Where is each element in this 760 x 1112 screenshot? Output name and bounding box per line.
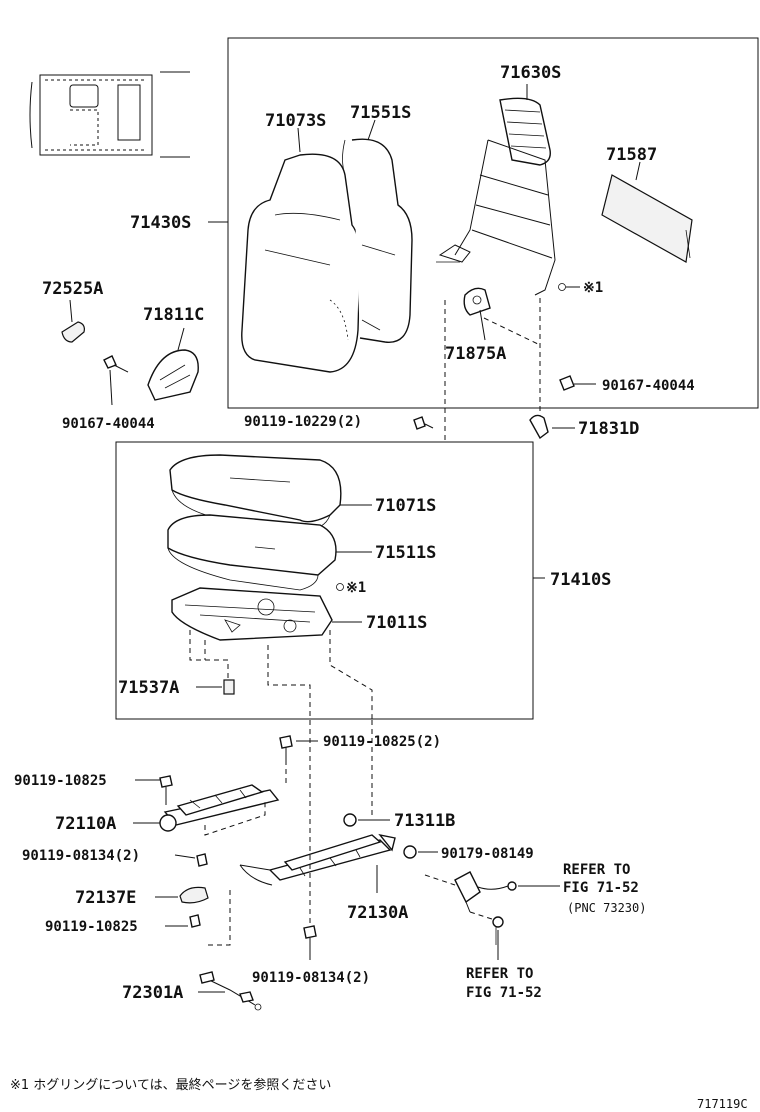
seat-cushion-frame (171, 587, 333, 641)
label-71011S: 71011S (366, 613, 427, 633)
label-71311B: 71311B (394, 811, 455, 831)
label-71430S: 71430S (130, 213, 191, 233)
seat-back-assembly-box (227, 37, 759, 409)
hog-ring-note-marker: ※1 (346, 580, 366, 596)
track-cover (179, 886, 209, 904)
bolt-icon (196, 853, 208, 867)
refer-label-line2: FIG 71-52 (466, 985, 542, 1001)
recliner-knob (61, 321, 85, 343)
label-71811C: 71811C (143, 305, 204, 325)
label-71410S: 71410S (550, 570, 611, 590)
bolt-icon (159, 775, 173, 805)
label-90119-10825-2: 90119-10825(2) (323, 734, 441, 750)
seat-track-left (159, 784, 280, 832)
seat-back-pad (342, 138, 413, 343)
label-71587: 71587 (606, 145, 657, 165)
figure-id: 717119C (697, 1097, 748, 1111)
nut-icon (403, 845, 417, 859)
label-72137E: 72137E (75, 888, 136, 908)
bolt-icon (559, 375, 575, 391)
seat-back-frame (436, 97, 556, 296)
label-90179-08149: 90179-08149 (441, 846, 534, 862)
label-90167-40044-left: 90167-40044 (62, 416, 155, 432)
label-71071S: 71071S (375, 496, 436, 516)
clip-icon (529, 414, 549, 440)
label-71551S: 71551S (350, 103, 411, 123)
cushion-small-part (223, 679, 235, 695)
nut-icon (343, 813, 357, 827)
hog-ring-icon (558, 283, 566, 291)
refer-label-line1: REFER TO (466, 966, 533, 982)
nut-icon (492, 916, 504, 945)
seat-back-cover (241, 153, 361, 373)
refer-label-line2: FIG 71-52 (563, 880, 639, 896)
refer-label-line1: REFER TO (563, 862, 630, 878)
label-90119-10825-a: 90119-10825 (14, 773, 107, 789)
label-72525A: 72525A (42, 279, 103, 299)
release-wire (199, 971, 262, 1011)
hog-ring-note-marker: ※1 (583, 280, 603, 296)
leader-line (297, 127, 301, 153)
label-72130A: 72130A (347, 903, 408, 923)
label-71073S: 71073S (265, 111, 326, 131)
hog-ring-icon (336, 583, 344, 591)
seat-back-panel (601, 174, 693, 263)
bolt-icon (189, 914, 201, 928)
label-71511S: 71511S (375, 543, 436, 563)
label-90119-08134-a: 90119-08134(2) (22, 848, 140, 864)
refer-label-pnc: (PNC 73230) (567, 901, 646, 915)
seat-back-bracket (463, 287, 491, 316)
seat-belt-buckle (424, 871, 517, 921)
label-71875A: 71875A (445, 344, 506, 364)
footnote: ※1 ホグリングについては、最終ページを参照ください (10, 1077, 331, 1093)
label-72301A: 72301A (122, 983, 183, 1003)
bolt-icon (413, 416, 434, 430)
vehicle-locator-icon (29, 71, 190, 158)
label-90119-10229: 90119-10229(2) (244, 414, 362, 430)
label-71630S: 71630S (500, 63, 561, 83)
label-72110A: 72110A (55, 814, 116, 834)
label-71537A: 71537A (118, 678, 179, 698)
label-90119-08134-b: 90119-08134(2) (252, 970, 370, 986)
label-90119-10825-b: 90119-10825 (45, 919, 138, 935)
seat-track-right (239, 833, 396, 886)
bolt-icon (303, 925, 317, 960)
label-90167-40044-right: 90167-40044 (602, 378, 695, 394)
label-71831D: 71831D (578, 419, 639, 439)
seat-cushion-pad (167, 514, 337, 591)
recliner-cover (147, 349, 199, 401)
seat-cushion-assembly-box (115, 441, 534, 720)
bolt-icon (279, 735, 293, 760)
bolt-icon (103, 355, 129, 373)
